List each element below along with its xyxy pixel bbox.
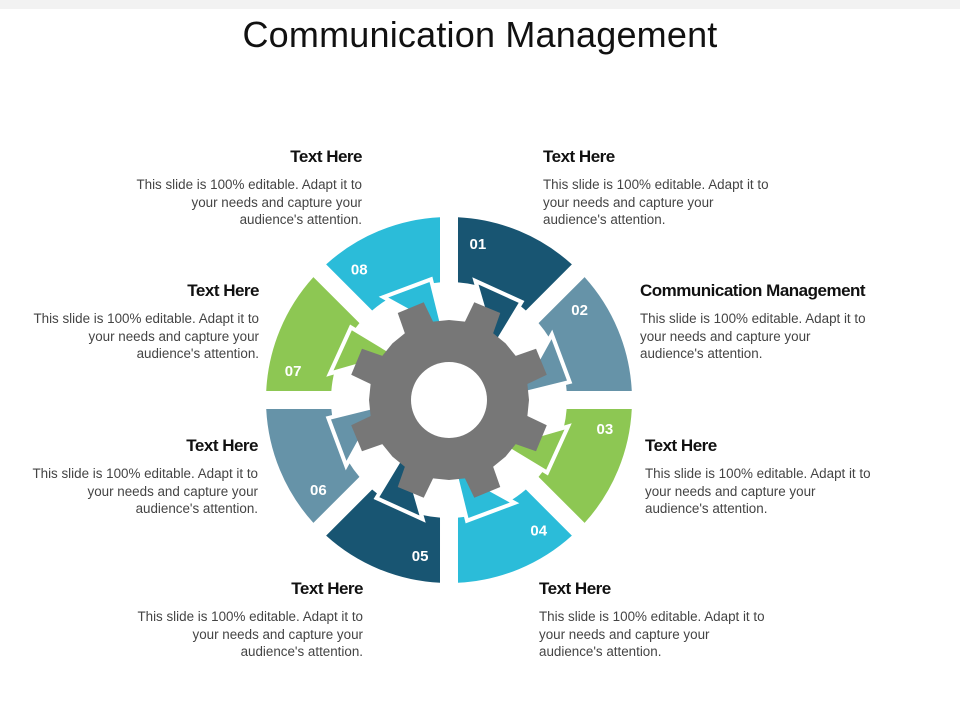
text-block-body: This slide is 100% editable. Adapt it to… <box>543 177 769 227</box>
text-block-body: This slide is 100% editable. Adapt it to… <box>32 466 258 516</box>
segment-number-08: 08 <box>351 261 368 278</box>
text-block-body: This slide is 100% editable. Adapt it to… <box>640 311 866 361</box>
segment-number-04: 04 <box>530 523 547 540</box>
text-block-body: This slide is 100% editable. Adapt it to… <box>137 609 363 659</box>
text-block-body: This slide is 100% editable. Adapt it to… <box>539 609 765 659</box>
text-block-07: Text Here This slide is 100% editable. A… <box>29 281 259 363</box>
text-block-04: Text Here This slide is 100% editable. A… <box>539 579 769 661</box>
segment-number-05: 05 <box>412 548 429 565</box>
text-block-01: Text Here This slide is 100% editable. A… <box>543 147 773 229</box>
text-block-03: Text Here This slide is 100% editable. A… <box>645 436 875 518</box>
segment-number-07: 07 <box>285 363 302 380</box>
text-block-heading: Text Here <box>187 281 259 300</box>
page-title: Communication Management <box>242 14 718 55</box>
text-block-02: Communication Management This slide is 1… <box>640 281 870 363</box>
text-block-heading: Text Here <box>186 436 258 455</box>
segment-number-03: 03 <box>597 421 614 438</box>
text-block-heading: Text Here <box>543 147 615 166</box>
text-block-heading: Text Here <box>291 579 363 598</box>
gear-hole <box>411 362 487 438</box>
top-bar <box>0 0 960 9</box>
text-block-heading: Text Here <box>290 147 362 166</box>
text-block-06: Text Here This slide is 100% editable. A… <box>28 436 258 518</box>
text-block-body: This slide is 100% editable. Adapt it to… <box>33 311 259 361</box>
ring-segment-01 <box>457 217 572 311</box>
text-block-body: This slide is 100% editable. Adapt it to… <box>136 177 362 227</box>
ring-segment-05 <box>326 489 441 583</box>
segment-number-02: 02 <box>571 302 588 319</box>
text-block-05: Text Here This slide is 100% editable. A… <box>133 579 363 661</box>
segment-number-06: 06 <box>310 482 327 499</box>
text-block-heading: Text Here <box>645 436 717 455</box>
text-block-heading: Text Here <box>539 579 611 598</box>
ring-segment-07 <box>266 277 360 392</box>
text-block-heading: Communication Management <box>640 281 866 300</box>
segment-number-01: 01 <box>470 236 487 253</box>
ring-segment-03 <box>538 408 632 523</box>
text-block-08: Text Here This slide is 100% editable. A… <box>132 147 362 229</box>
text-block-body: This slide is 100% editable. Adapt it to… <box>645 466 871 516</box>
